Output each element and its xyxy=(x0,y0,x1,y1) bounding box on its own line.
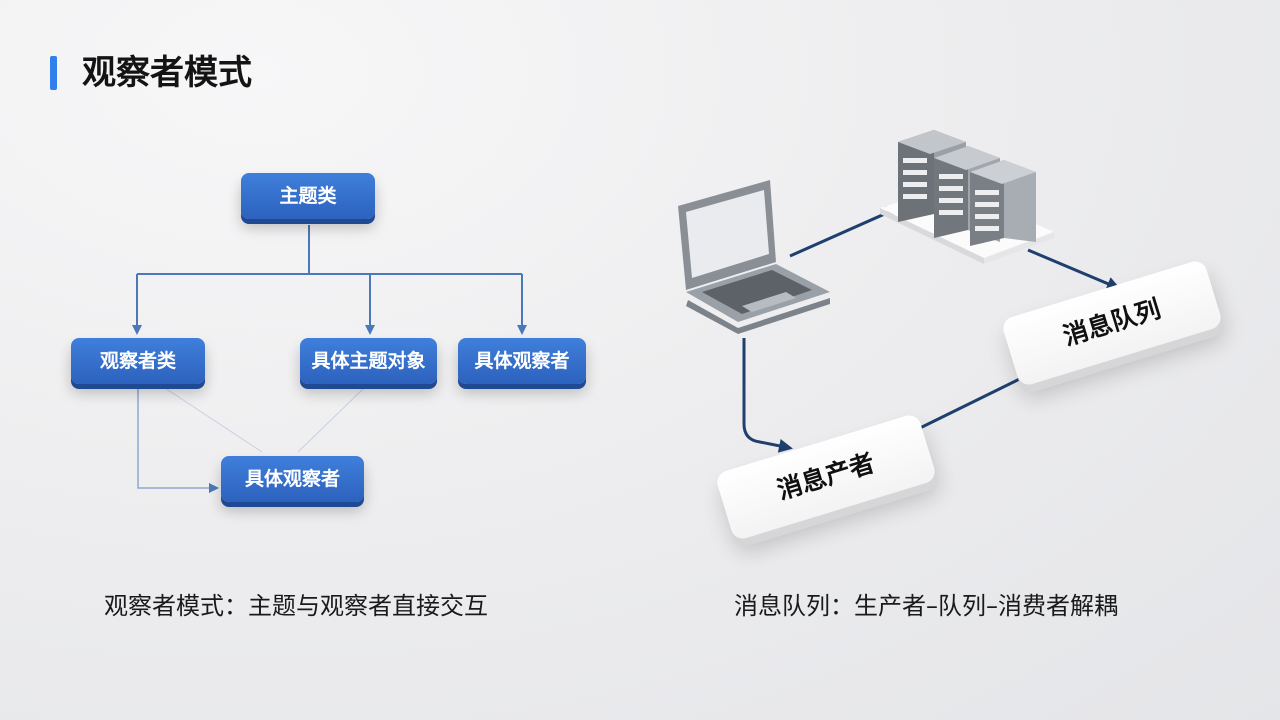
server-rack-icon xyxy=(880,130,1054,264)
arrow-servers-to-queue xyxy=(1027,248,1121,291)
subject-class-node: 主题类 xyxy=(241,173,375,219)
concrete-subject-node: 具体主题对象 xyxy=(300,338,437,384)
connector-faint-right xyxy=(297,387,365,453)
observer-caption: 观察者模式：主题与观察者直接交互 xyxy=(104,592,488,620)
title-accent-bar xyxy=(50,56,57,90)
connector-observer-to-bottom xyxy=(137,388,219,493)
arrow-laptop-to-servers xyxy=(789,206,901,258)
arrow-laptop-to-producer xyxy=(742,338,793,453)
concrete-observer-node-right: 具体观察者 xyxy=(458,338,586,384)
concrete-observer-node-bottom: 具体观察者 xyxy=(221,456,364,502)
observer-class-node: 观察者类 xyxy=(71,338,205,384)
laptop-icon xyxy=(678,180,830,334)
queue-caption: 消息队列：生产者–队列–消费者解耦 xyxy=(734,592,1118,620)
connector-faint-left xyxy=(164,387,263,453)
page-title: 观察者模式 xyxy=(82,53,252,93)
